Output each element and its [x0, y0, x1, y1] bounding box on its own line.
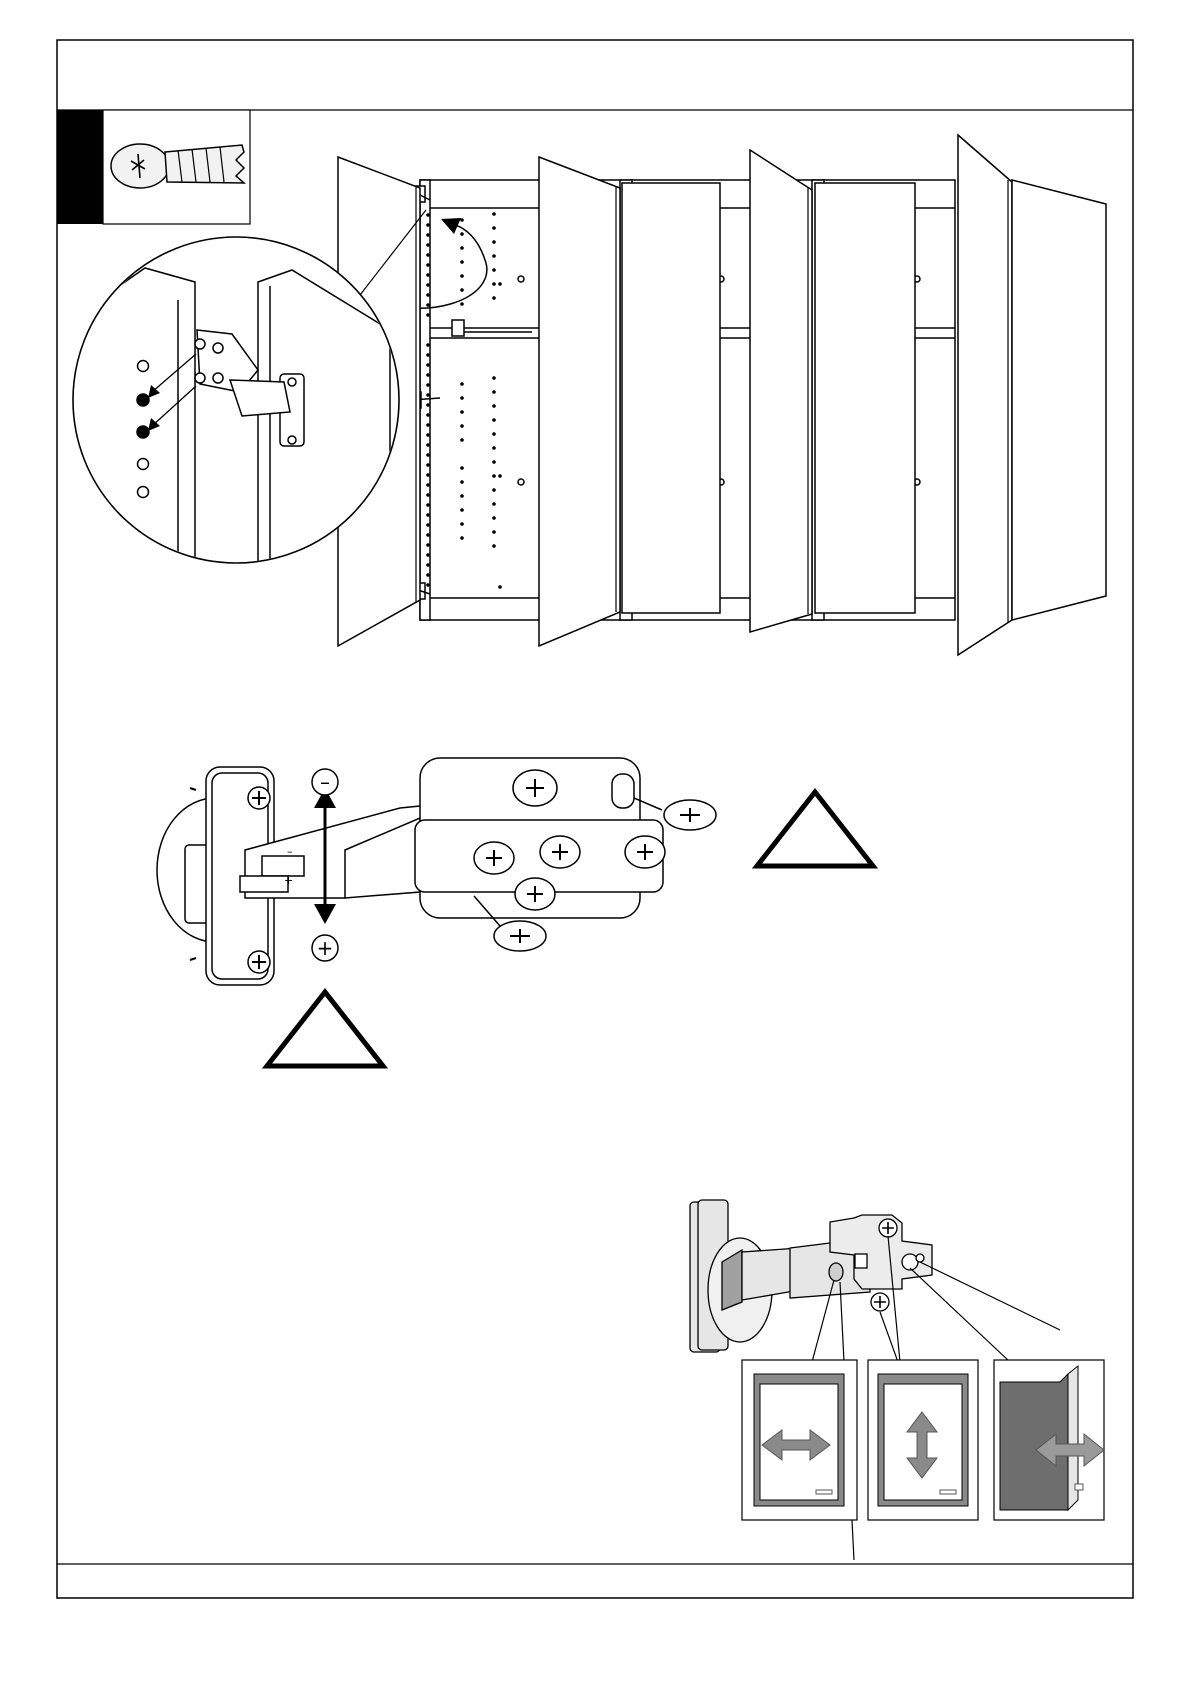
door-7: [1012, 180, 1106, 620]
hole-empty-1: [138, 361, 149, 372]
step-marker: [57, 110, 103, 224]
plus-label: +: [317, 936, 334, 960]
hole-filled-1: [137, 394, 149, 406]
inner-plus: +: [284, 874, 293, 887]
warning-triangle-icon: [267, 992, 383, 1066]
panel-depth-adjust: [994, 1360, 1104, 1520]
hole-empty-3: [138, 487, 149, 498]
inner-minus: –: [287, 845, 293, 858]
plus-symbol: +: [312, 935, 338, 961]
door-3: [622, 183, 720, 613]
hole-filled-2: [137, 426, 149, 438]
door-5: [815, 183, 915, 613]
door-2: [539, 157, 620, 646]
panel-height-adjust: [868, 1360, 978, 1520]
small-hinge-drawing: [690, 1200, 932, 1352]
hole-empty-2: [138, 459, 149, 470]
door-6: [958, 135, 1012, 655]
door-4: [750, 150, 812, 632]
warning-triangle-icon: [757, 792, 873, 866]
panel-side-adjust: [742, 1360, 857, 1520]
minus-label: –: [320, 770, 330, 794]
hinge-adjustment-drawing: [157, 758, 716, 985]
pan-head-screw-icon: [111, 144, 244, 188]
minus-symbol: –: [312, 769, 338, 795]
